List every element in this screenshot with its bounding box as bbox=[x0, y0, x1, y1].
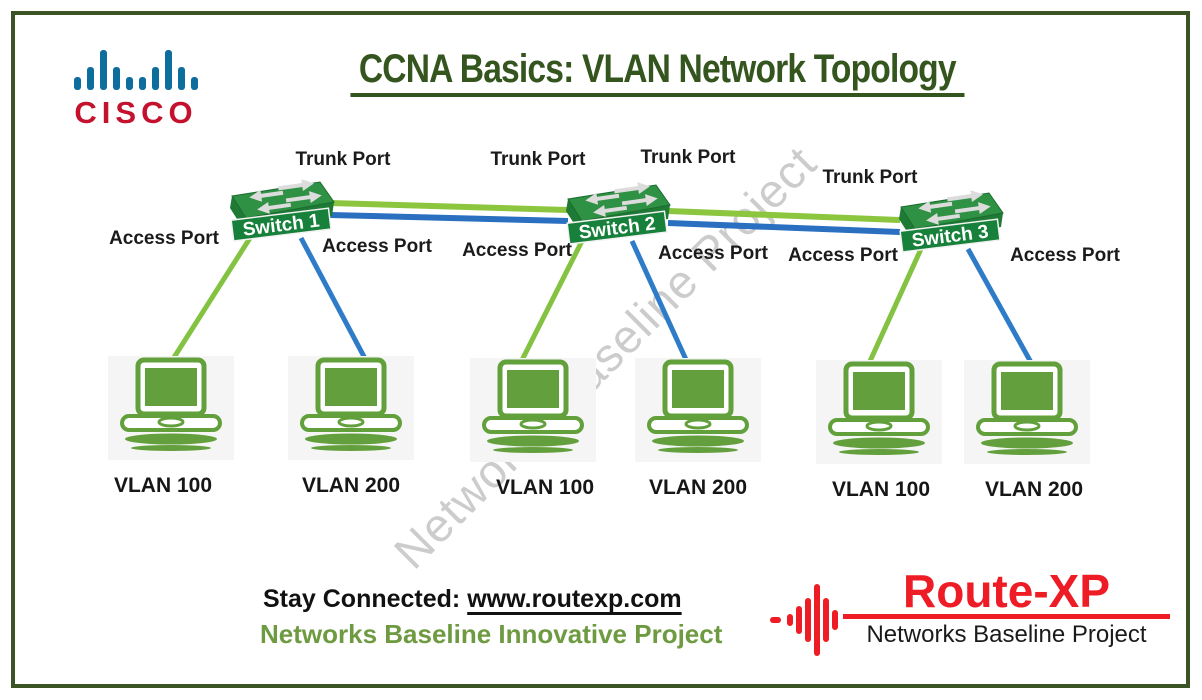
routexp-waveform-icon bbox=[770, 578, 842, 662]
access-link-2-blue bbox=[298, 236, 372, 368]
trunk-link-2-green bbox=[667, 208, 901, 223]
access-port-label-3: Access Port bbox=[462, 240, 572, 261]
routexp-subtitle: Networks Baseline Project bbox=[866, 621, 1147, 648]
trunk-port-label-4: Trunk Port bbox=[822, 167, 918, 188]
trunk-link-2-blue bbox=[667, 220, 901, 235]
trunk-link-1-blue bbox=[329, 212, 569, 224]
vlan-label-3: VLAN 100 bbox=[495, 476, 595, 499]
access-link-3-green bbox=[513, 239, 585, 374]
page-title: CCNA Basics: VLAN Network Topology bbox=[292, 46, 965, 97]
laptop-icon bbox=[816, 360, 942, 464]
routexp-brand: Route-XP bbox=[903, 565, 1110, 617]
routexp-divider bbox=[843, 614, 1170, 619]
laptop-icon bbox=[635, 358, 761, 462]
trunk-port-label-3: Trunk Port bbox=[640, 147, 736, 168]
cisco-bridge-icon bbox=[46, 48, 226, 90]
switch-icon: Switch 2 bbox=[566, 182, 671, 245]
switch-1: Switch 1 bbox=[224, 178, 340, 244]
vlan-label-1: VLAN 100 bbox=[113, 474, 213, 497]
access-port-label-1: Access Port bbox=[109, 228, 219, 249]
access-port-label-2: Access Port bbox=[322, 236, 432, 257]
switch-icon: Switch 1 bbox=[230, 179, 335, 242]
trunk-link-1-green bbox=[329, 200, 569, 213]
access-link-4-blue bbox=[629, 239, 691, 366]
vlan-label-2: VLAN 200 bbox=[301, 474, 401, 497]
access-link-1-green bbox=[163, 236, 253, 372]
vlan-label-5: VLAN 100 bbox=[831, 478, 931, 501]
switch-3: Switch 3 bbox=[893, 189, 1009, 255]
laptop-icon bbox=[108, 356, 234, 460]
vlan-label-4: VLAN 200 bbox=[648, 476, 748, 499]
website-url: www.routexp.com bbox=[467, 585, 682, 613]
access-port-label-4: Access Port bbox=[658, 243, 768, 264]
access-link-6-blue bbox=[965, 247, 1036, 368]
laptop-icon bbox=[470, 358, 596, 462]
switch-icon: Switch 3 bbox=[899, 190, 1004, 253]
cisco-wordmark: CISCO bbox=[74, 95, 198, 130]
laptop-icon bbox=[288, 356, 414, 460]
access-port-label-6: Access Port bbox=[1010, 245, 1120, 266]
switch-2: Switch 2 bbox=[560, 181, 676, 247]
stay-connected-prefix: Stay Connected: bbox=[263, 585, 461, 613]
cisco-logo: CISCO bbox=[46, 48, 226, 131]
footer-tagline: Networks Baseline Innovative Project bbox=[260, 619, 723, 649]
trunk-port-label-1: Trunk Port bbox=[295, 149, 391, 170]
trunk-port-label-2: Trunk Port bbox=[490, 149, 586, 170]
access-port-label-5: Access Port bbox=[788, 245, 898, 266]
page-title-text: CCNA Basics: VLAN Network Topology bbox=[350, 46, 965, 97]
vlan-label-6: VLAN 200 bbox=[984, 478, 1084, 501]
stay-connected-line: Stay Connected: www.routexp.com bbox=[263, 585, 682, 614]
laptop-icon bbox=[964, 360, 1090, 464]
access-link-5-green bbox=[863, 247, 924, 372]
